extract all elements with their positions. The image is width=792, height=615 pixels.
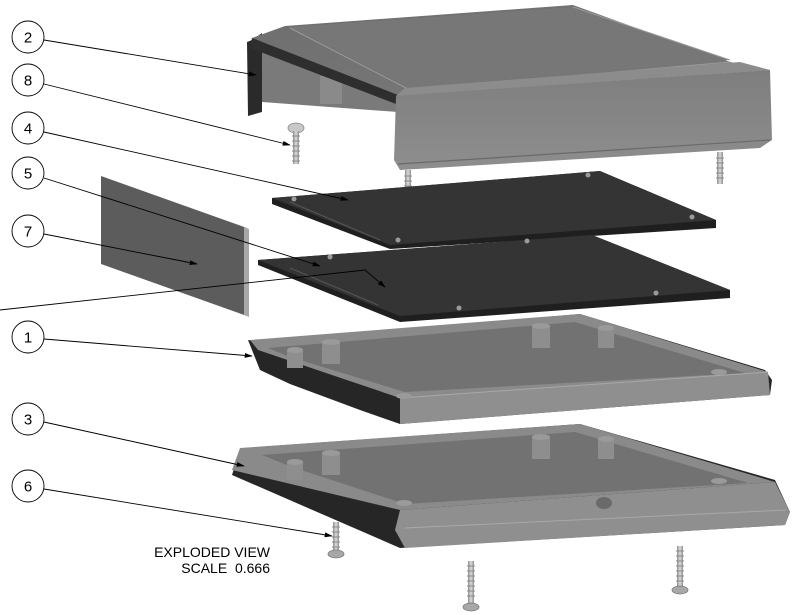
svg-text:5: 5	[24, 166, 32, 183]
bottom-screws	[327, 522, 689, 612]
end-panel-part	[101, 176, 249, 317]
lower-panel-part	[258, 235, 730, 322]
balloon-5: 5	[11, 156, 45, 190]
svg-text:6: 6	[24, 479, 32, 496]
balloon-3: 3	[11, 402, 45, 436]
screw-icon	[287, 122, 305, 164]
boss-icon	[287, 434, 614, 480]
upper-panel-part	[272, 171, 716, 249]
svg-text:1: 1	[24, 330, 32, 347]
screw-icon	[327, 522, 345, 559]
balloon-6: 6	[11, 469, 45, 503]
screw-icon	[462, 561, 480, 612]
view-title: EXPLODED VIEW	[154, 544, 270, 560]
svg-text:8: 8	[24, 73, 32, 90]
base-flange-part	[232, 424, 790, 548]
balloon-8: 8	[11, 63, 45, 97]
balloon-7: 7	[11, 214, 45, 248]
base-tray-part	[248, 314, 772, 424]
balloon-2: 2	[11, 20, 45, 54]
leader-lines	[0, 39, 386, 538]
balloon-1: 1	[11, 320, 45, 354]
view-caption: EXPLODED VIEW SCALE 0.666	[154, 544, 270, 576]
view-scale: SCALE 0.666	[181, 560, 270, 576]
svg-text:2: 2	[24, 30, 32, 47]
boss-icon	[287, 323, 614, 368]
svg-text:4: 4	[24, 121, 32, 138]
screw-icon	[671, 546, 689, 595]
top-cover-part	[247, 5, 772, 170]
balloon-4: 4	[11, 111, 45, 145]
svg-text:7: 7	[24, 224, 32, 241]
screw-icon	[716, 152, 724, 184]
svg-text:3: 3	[24, 412, 32, 429]
